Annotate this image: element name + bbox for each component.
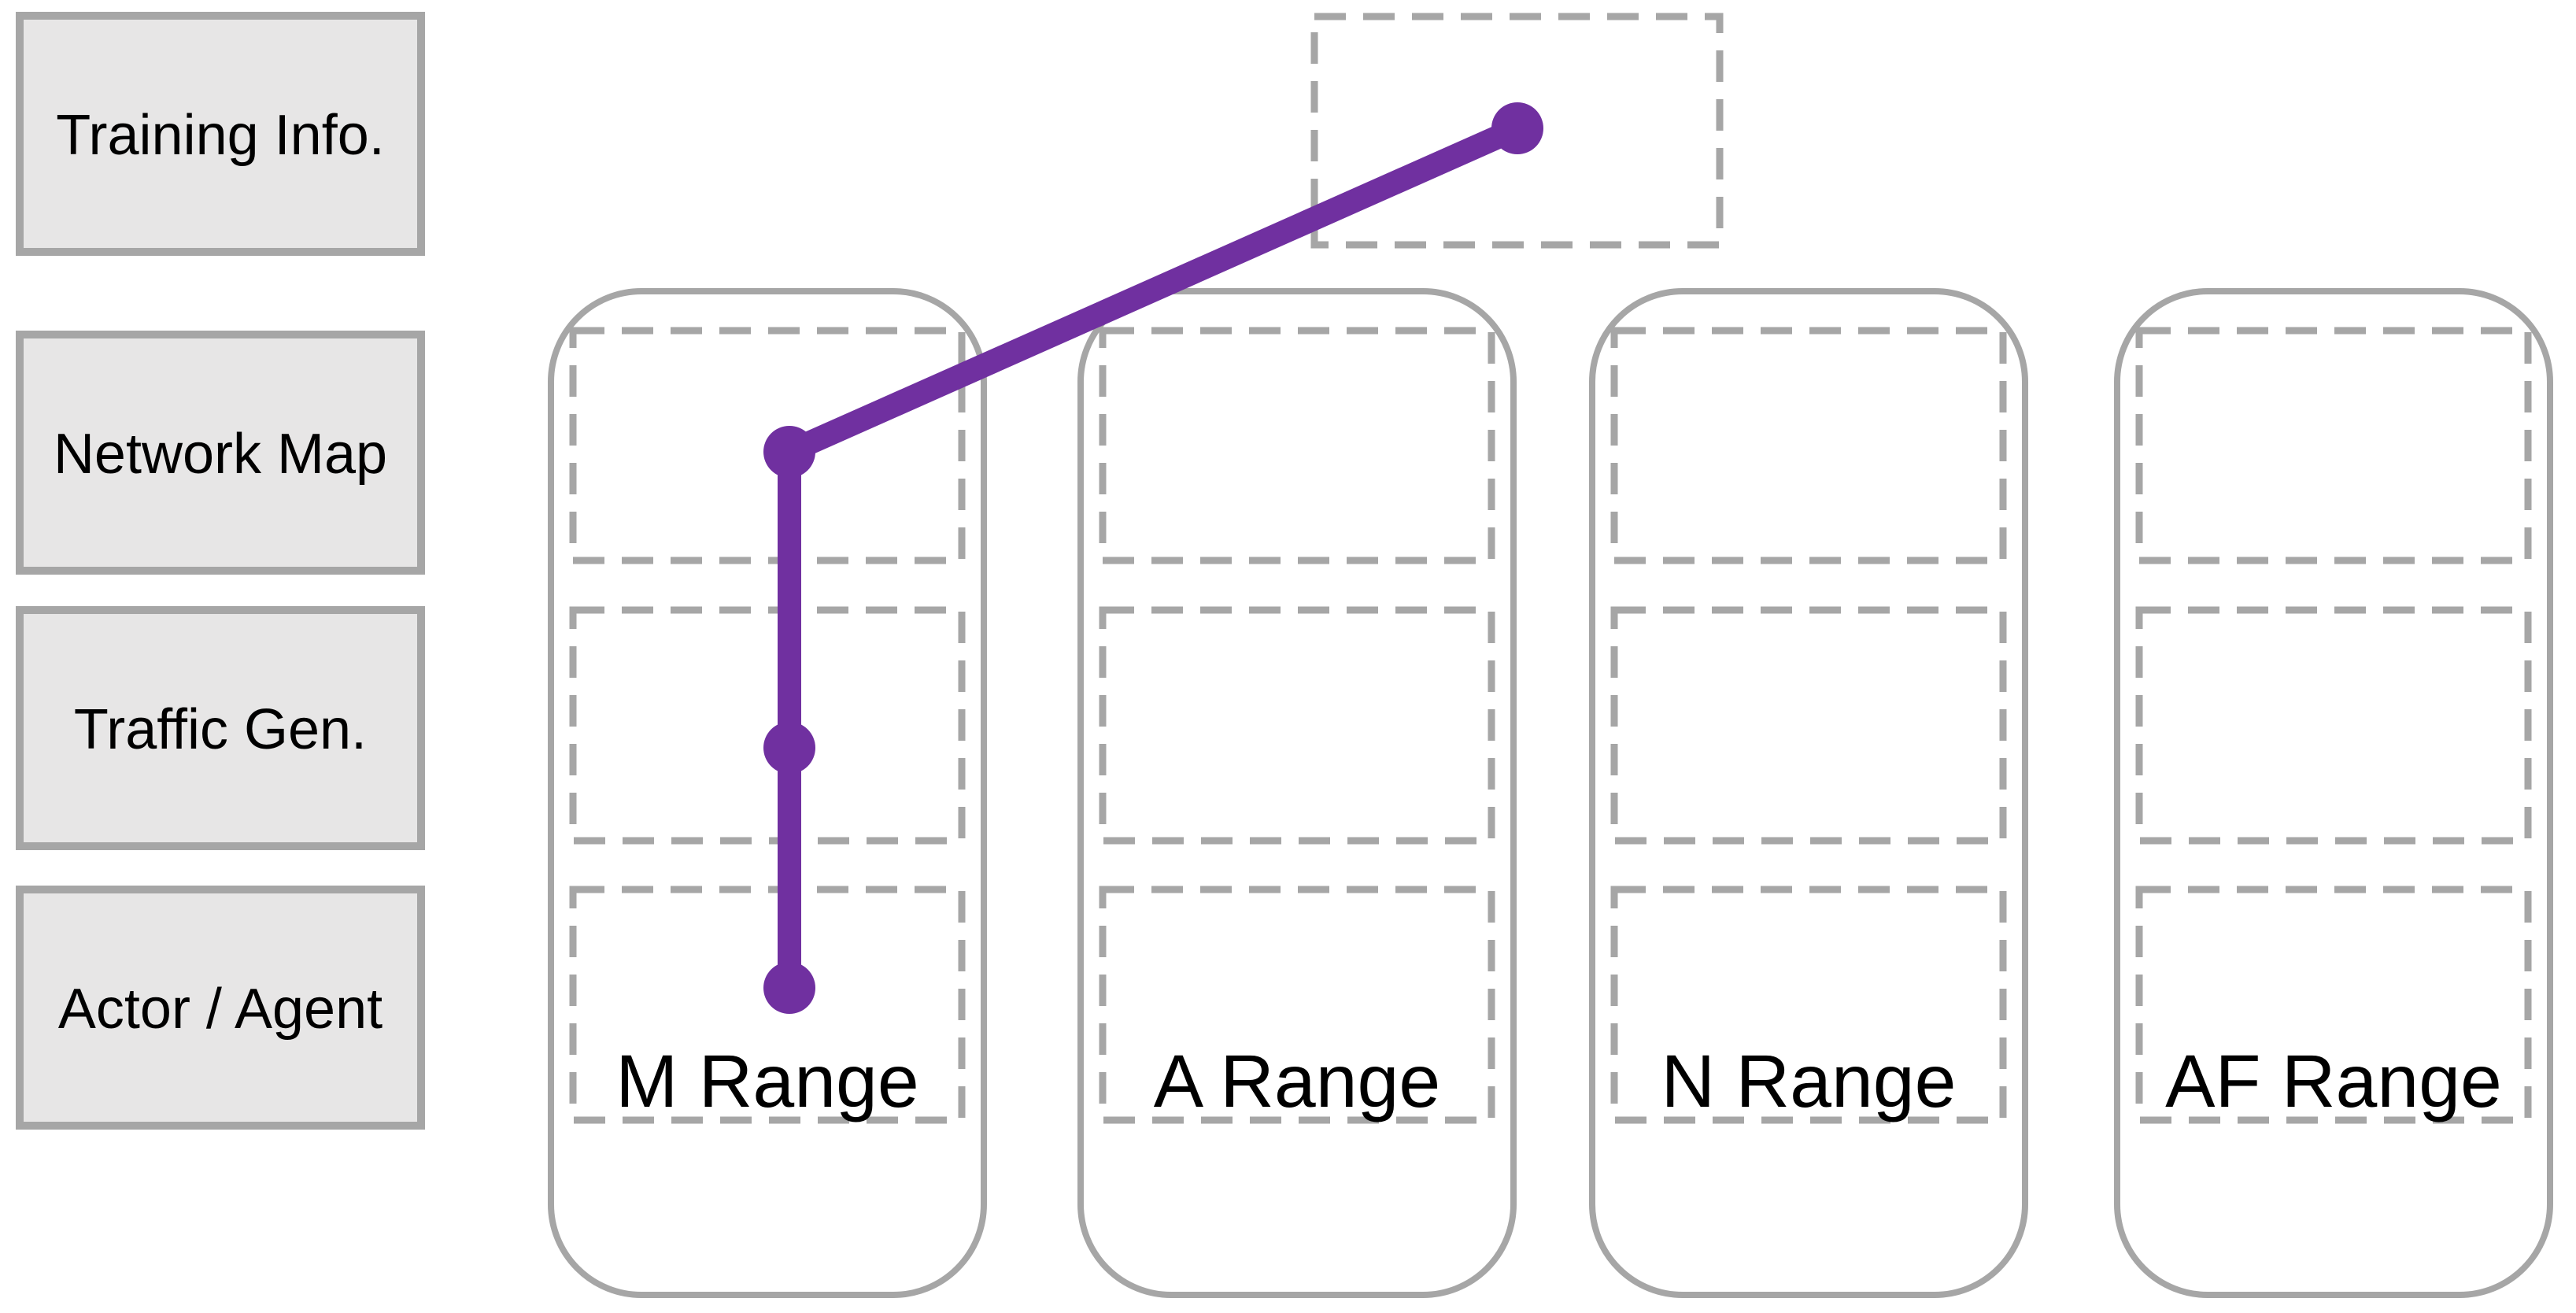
sidebar-item-actor-agent: Actor / Agent [16,886,425,1130]
af-range-container [2114,288,2553,1298]
sidebar-item-traffic-gen: Traffic Gen. [16,606,425,850]
n-range-slot-3 [1610,886,2007,1124]
m-range-label: M Range [615,1040,918,1123]
floating-dashed-slot [1310,13,1724,249]
m-range-container [548,288,987,1298]
connection-dot-slot1 [763,426,815,478]
traffic-gen-box [16,606,425,850]
range-column-n: N Range [1589,288,2028,1298]
m-range-slot-2 [569,606,966,845]
af-range-slot-1 [2135,327,2532,564]
n-range-slot-2 [1610,606,2007,845]
a-range-slot-1 [1099,327,1495,564]
m-range-slot-1 [569,327,966,564]
af-range-label: AF Range [2165,1040,2502,1123]
n-range-slot-1 [1610,327,2007,564]
connection-dot-slot2 [763,722,815,774]
n-range-label: N Range [1661,1040,1957,1123]
connection-dot-slot3 [763,962,815,1014]
network-map-box [16,331,425,575]
actor-agent-box [16,886,425,1130]
n-range-container [1589,288,2028,1298]
af-range-slot-3 [2135,886,2532,1124]
range-column-af: AF Range [2114,288,2553,1298]
m-range-slot-3 [569,886,966,1124]
sidebar-item-training-info: Training Info. [16,12,425,256]
training-info-label: Training Info. [56,104,385,167]
range-column-a: A Range [1077,288,1517,1298]
connection-dot-top [1491,102,1543,154]
af-range-slot-2 [2135,606,2532,845]
network-map-label: Network Map [54,423,387,486]
a-range-label: A Range [1154,1040,1440,1123]
actor-agent-label: Actor / Agent [58,978,383,1041]
a-range-slot-2 [1099,606,1495,845]
range-column-m: M Range [548,288,987,1298]
a-range-container [1077,288,1517,1298]
a-range-slot-3 [1099,886,1495,1124]
sidebar: Training Info. Network Map Traffic Gen. … [16,12,425,1130]
connection-path [763,102,1543,1014]
training-info-box [16,12,425,256]
sidebar-item-network-map: Network Map [16,331,425,575]
traffic-gen-label: Traffic Gen. [74,698,367,761]
